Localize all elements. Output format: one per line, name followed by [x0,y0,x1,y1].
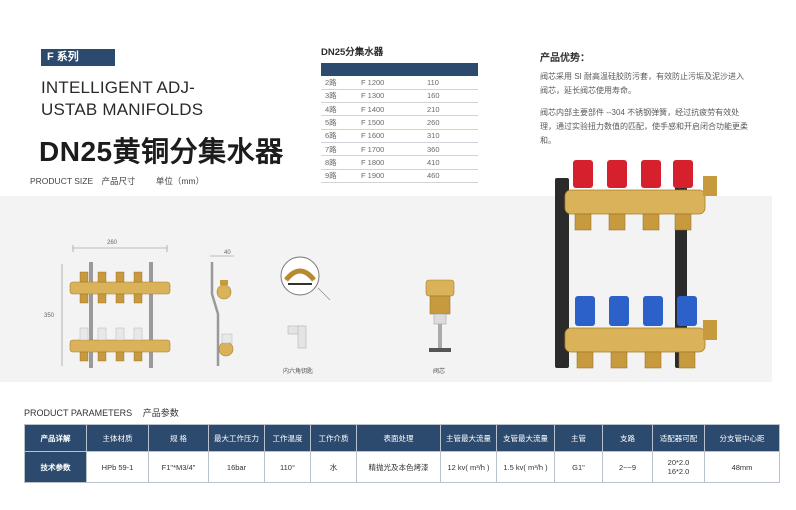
param-header: 工作温度 [264,424,311,452]
parameter-data-row: 技术参数 HPb 59-1 F1"*M3/4" 16bar 110° 水 精抛光… [24,451,780,483]
product-size-label: PRODUCT SIZE 产品尺寸 单位（mm） [30,175,210,187]
spec-table-header [321,63,478,76]
manifold-side-view [210,255,234,366]
manifold-front-view [61,245,171,368]
param-header: 主管 [554,424,603,452]
wrench-detail-view [280,256,331,349]
param-cell: 12 kv( m³/h ) [440,451,497,483]
param-header: 表面处理 [356,424,441,452]
param-cell: 2~~9 [602,451,653,483]
param-header: 主体材质 [86,424,149,452]
title-chinese: DN25黄铜分集水器 [39,136,284,167]
unit-label: 单位（mm） [155,176,205,186]
dim-side: 40 [224,250,231,256]
param-row-head: 技术参数 [24,451,87,483]
param-header: 分支管中心距 [704,424,780,452]
param-cell: F1"*M3/4" [148,451,209,483]
param-cell: HPb 59-1 [86,451,149,483]
param-cell: 110° [264,451,311,483]
param-header: 产品详解 [24,424,87,452]
param-header: 规 格 [148,424,209,452]
param-cell: 水 [310,451,357,483]
spec-table-title: DN25分集水器 [321,47,384,58]
caption-valve-core: 阀芯 [433,369,446,375]
dim-width: 260 [107,240,118,246]
valve-core-view [425,279,455,352]
param-cell: G1" [554,451,603,483]
param-cell: 20*2.0 16*2.0 [652,451,705,483]
product-parameters-label: PRODUCT PARAMETERS 产品参数 [24,406,179,419]
param-cell: 精抛光及本色烤漆 [356,451,441,483]
title-english-line2: USTAB MANIFOLDS [41,100,204,119]
advantages-text: 阀芯采用 SI 耐高温硅胶防污套，有效防止污垢及泥沙进入阀芯，延长阀芯使用寿命。… [540,70,750,156]
advantage-paragraph-1: 阀芯采用 SI 耐高温硅胶防污套，有效防止污垢及泥沙进入阀芯，延长阀芯使用寿命。 [540,72,745,95]
advantage-paragraph-2: 阀芯内部主要部件 --304 不锈钢弹簧，经过抗疲劳有效处理，通过实验扭力数值的… [540,108,748,145]
product-size-en: PRODUCT SIZE [30,176,94,186]
param-cell: 48mm [704,451,780,483]
params-label-en: PRODUCT PARAMETERS [24,408,133,418]
parameter-header-row: 产品详解 主体材质 规 格 最大工作压力 工作温度 工作介质 表面处理 主管最大… [24,424,780,452]
caption-wrench: 内六角钥匙 [283,369,314,375]
advantages-title: 产品优势： [540,53,590,64]
dim-height: 350 [44,313,55,319]
param-header: 主管最大流量 [440,424,497,452]
param-cell: 16bar [208,451,265,483]
param-header: 工作介质 [310,424,357,452]
title-english: INTELLIGENT ADJ- USTAB MANIFOLDS [41,77,203,121]
manifold-product-photo [555,160,717,369]
param-header: 最大工作压力 [208,424,265,452]
title-english-line1: INTELLIGENT ADJ- [41,78,196,97]
param-cell: 1.5 kv( m³/h ) [496,451,555,483]
parameter-table: 产品详解 主体材质 规 格 最大工作压力 工作温度 工作介质 表面处理 主管最大… [24,424,780,483]
param-header: 支路 [602,424,653,452]
product-size-cn: 产品尺寸 [101,176,136,186]
series-badge: F 系列 [41,49,115,66]
params-label-cn: 产品参数 [142,408,179,418]
param-header: 支管最大流量 [496,424,555,452]
param-header: 适配器可配 [652,424,705,452]
